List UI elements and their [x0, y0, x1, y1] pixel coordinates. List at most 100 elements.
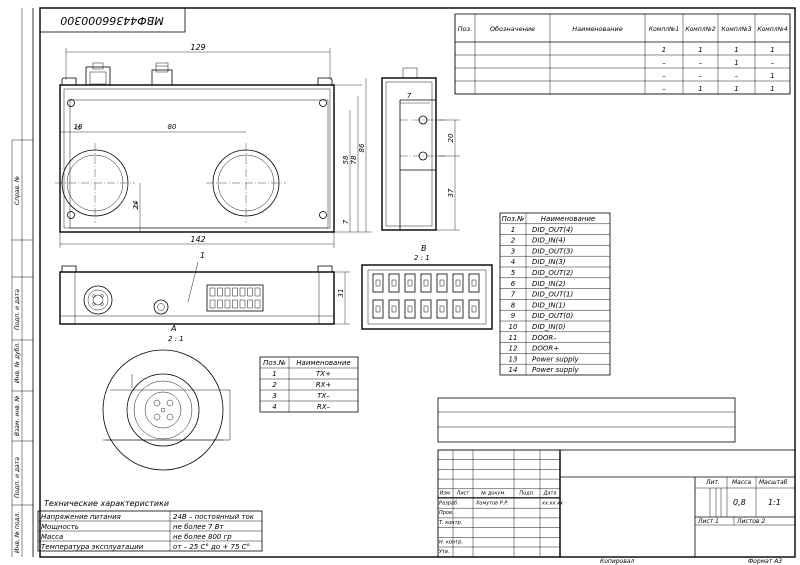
pin-a-header: Наименование [296, 359, 350, 367]
pin-b-name: Power supply [532, 366, 580, 374]
front-pin [217, 299, 223, 309]
front-pin [247, 299, 253, 309]
tb-role: Т. контр. [439, 520, 462, 526]
callout-a: A [170, 324, 176, 333]
config-cell: – [662, 85, 666, 93]
config-cell: 1 [734, 85, 738, 93]
dim-24: 24 [132, 201, 140, 210]
drawing-number: МВФ44366000300 [60, 14, 164, 27]
front-pin [232, 287, 238, 297]
side-label-1: Подп. и дата [14, 289, 21, 330]
tech-value: 24В – постоянный ток [173, 513, 255, 521]
pin-a-header: Поз.№ [263, 359, 286, 367]
pin-b-num: 11 [509, 334, 518, 342]
pin-b-num: 2 [511, 237, 516, 245]
front-pin [209, 299, 216, 309]
pin-a-num: 1 [272, 370, 276, 378]
config-header: Компл№2 [685, 26, 715, 33]
config-cell: – [662, 72, 666, 80]
front-pin [209, 287, 216, 297]
tech-param: Масса [41, 533, 63, 541]
dim-86: 86 [358, 143, 366, 152]
b-pin-top [420, 273, 432, 293]
dim-18: 18 [74, 123, 83, 131]
pin-b-name: DID_IN(2) [532, 280, 566, 288]
side-label-0: Справ. № [14, 176, 21, 205]
b-pin-top-slot [391, 279, 397, 287]
pin-b-name: DOOR– [532, 334, 557, 342]
pin-b-num: 7 [511, 291, 516, 299]
config-cell: 1 [734, 59, 738, 67]
b-pin-bottom-slot [471, 305, 477, 313]
tb-header: № докум. [480, 491, 506, 497]
config-header: Обозначение [490, 25, 535, 33]
view-b-label: B [421, 244, 427, 253]
b-pin-bottom-slot [375, 305, 381, 313]
pin-b-num: 10 [509, 323, 518, 331]
top-view: 129 18 80 24 58 78 86 7 142 [55, 43, 372, 248]
dim-129: 129 [190, 43, 205, 52]
dim-58: 58 [342, 155, 350, 164]
config-header: Поз. [458, 25, 472, 33]
config-cell: 1 [770, 72, 774, 80]
tb-scale-label: Масштаб [759, 479, 788, 486]
tech-specs: Технические характеристики Напряжение пи… [37, 499, 263, 552]
front-dim-31: 31 [337, 289, 345, 298]
front-pin [254, 299, 261, 309]
tech-param: Температура эксплуатации [41, 543, 144, 551]
title-block: Лит. Масса Масштаб 0,8 1:1 Лист 1 Листов… [437, 449, 796, 565]
drawing-number-box: МВФ44366000300 [39, 7, 186, 33]
b-pin-top-slot [471, 279, 477, 287]
b-pin-bottom [372, 299, 384, 319]
pin-b-num: 3 [511, 247, 515, 255]
tb-sheets: Листов 2 [736, 518, 765, 525]
config-cell: 1 [662, 46, 666, 54]
tb-mass-value: 0,8 [733, 498, 746, 507]
config-cell: 1 [770, 46, 774, 54]
b-pin-top-slot [375, 279, 381, 287]
side-view: 20 37 7 [381, 67, 460, 231]
tb-role: Пров. [439, 510, 454, 516]
config-cell: – [662, 59, 666, 67]
b-pin-top [388, 273, 400, 293]
pin-b-num: 14 [509, 366, 518, 374]
pin-b-name: DID_IN(3) [532, 258, 566, 266]
tb-role: Утв. [439, 549, 450, 555]
b-pin-top [468, 273, 480, 293]
sheet-frame [21, 7, 796, 558]
config-cell: 1 [698, 46, 702, 54]
front-pin [232, 299, 238, 309]
callout-1: 1 [200, 251, 205, 260]
pin-b-num: 1 [511, 226, 515, 234]
config-cell: 1 [770, 85, 774, 93]
pin-b-name: DID_OUT(2) [532, 269, 573, 277]
b-pin-bottom [452, 299, 464, 319]
pin-a-name: TX– [317, 392, 330, 400]
pin-b-num: 4 [511, 258, 515, 266]
pin-b-name: DID_OUT(1) [532, 291, 573, 299]
tb-mass-label: Масса [732, 479, 751, 486]
b-pin-bottom [404, 299, 416, 319]
tb-header: Дата [543, 491, 557, 497]
pin-b-num: 5 [511, 269, 516, 277]
side-label-5: Инв. № подл. [14, 512, 21, 553]
pin-a-name: TX+ [316, 370, 331, 378]
pin-b-num: 8 [511, 301, 516, 309]
b-pin-top-slot [439, 279, 445, 287]
callout-a-scale: 2 : 1 [168, 335, 184, 343]
view-b-scale: 2 : 1 [414, 254, 430, 262]
b-pin-bottom-slot [407, 305, 413, 313]
b-pin-bottom-slot [455, 305, 461, 313]
config-cell: – [771, 59, 775, 67]
dim-78: 78 [350, 155, 358, 164]
pin-b-header: Поз.№ [502, 215, 525, 223]
pin-b-name: Power supply [532, 355, 580, 363]
front-pin [217, 287, 223, 297]
pin-a-name: RX+ [316, 381, 332, 389]
tech-value: не более 7 Вт [173, 523, 225, 531]
b-pin-bottom-slot [423, 305, 429, 313]
config-header: Компл№3 [721, 26, 751, 33]
tech-value: не более 800 гр [173, 533, 232, 541]
view-b-terminal-pins [372, 273, 480, 319]
